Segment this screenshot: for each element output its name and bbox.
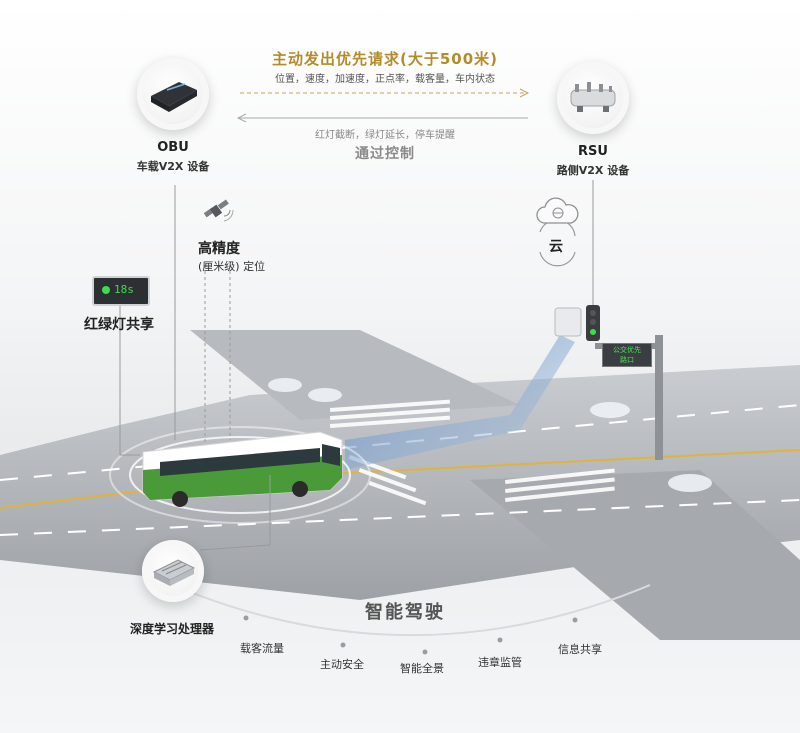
smart-arc bbox=[149, 574, 651, 637]
smart-item-panorama: 智能全景 bbox=[400, 662, 444, 675]
processor-badge bbox=[142, 540, 204, 602]
smart-item-violation: 违章监管 bbox=[478, 656, 522, 669]
v2x-beam bbox=[345, 335, 575, 470]
ghost-car bbox=[268, 378, 302, 392]
smart-item-info-share: 信息共享 bbox=[558, 643, 602, 656]
traffic-display-icon: 18s bbox=[92, 276, 150, 306]
led-sign-line1: 公交优先 bbox=[613, 346, 641, 354]
connector-lines bbox=[119, 180, 594, 551]
rsu-badge bbox=[557, 62, 629, 134]
bus bbox=[142, 431, 343, 507]
bus-ripples bbox=[109, 426, 371, 524]
request-title: 主动发出优先请求(大于500米) bbox=[271, 50, 499, 68]
obu-desc: 车载V2X 设备 bbox=[136, 160, 210, 173]
cross-road-bottom bbox=[470, 470, 800, 640]
crosswalk-right bbox=[504, 468, 615, 502]
led-sign-line2: 路口 bbox=[620, 356, 634, 364]
control-detail: 红灯截断，绿灯延长，停车提醒 bbox=[315, 130, 455, 141]
processor-icon bbox=[152, 559, 196, 586]
obu-device-icon bbox=[151, 82, 197, 112]
ghost-car bbox=[668, 474, 712, 492]
rsu-device-icon bbox=[570, 82, 616, 112]
led-sign: 公交优先 路口 bbox=[602, 343, 652, 367]
gps-title: 高精度 bbox=[198, 241, 240, 257]
control-arrow bbox=[236, 113, 528, 123]
processor-label: 深度学习处理器 bbox=[130, 622, 215, 636]
smart-title: 智能驾驶 bbox=[365, 602, 445, 623]
rsu-desc: 路侧V2X 设备 bbox=[556, 164, 630, 177]
rsu-unit bbox=[554, 307, 582, 337]
obu-badge bbox=[137, 58, 209, 130]
request-detail: 位置，速度，加速度，正点率，载客量，车内状态 bbox=[275, 74, 495, 85]
ghost-car bbox=[590, 402, 630, 418]
obu-name: OBU bbox=[157, 140, 189, 155]
traffic-countdown: 18s bbox=[114, 283, 134, 296]
arc-dots bbox=[243, 615, 578, 655]
traffic-light-title: 红绿灯共享 bbox=[84, 317, 154, 333]
ghost-car bbox=[308, 388, 342, 402]
gps-desc: (厘米级) 定位 bbox=[198, 260, 266, 273]
crosswalk-top bbox=[329, 399, 450, 428]
smart-item-active-safety: 主动安全 bbox=[320, 658, 364, 671]
cross-road-top bbox=[190, 330, 520, 420]
control-title: 通过控制 bbox=[355, 146, 415, 162]
smart-item-passenger-flow: 载客流量 bbox=[240, 642, 284, 655]
cloud-icon bbox=[533, 197, 581, 227]
rsu-name: RSU bbox=[578, 144, 608, 159]
cloud-label: 云 bbox=[549, 239, 563, 255]
request-arrow bbox=[240, 88, 530, 98]
satellite-icon bbox=[200, 198, 234, 228]
